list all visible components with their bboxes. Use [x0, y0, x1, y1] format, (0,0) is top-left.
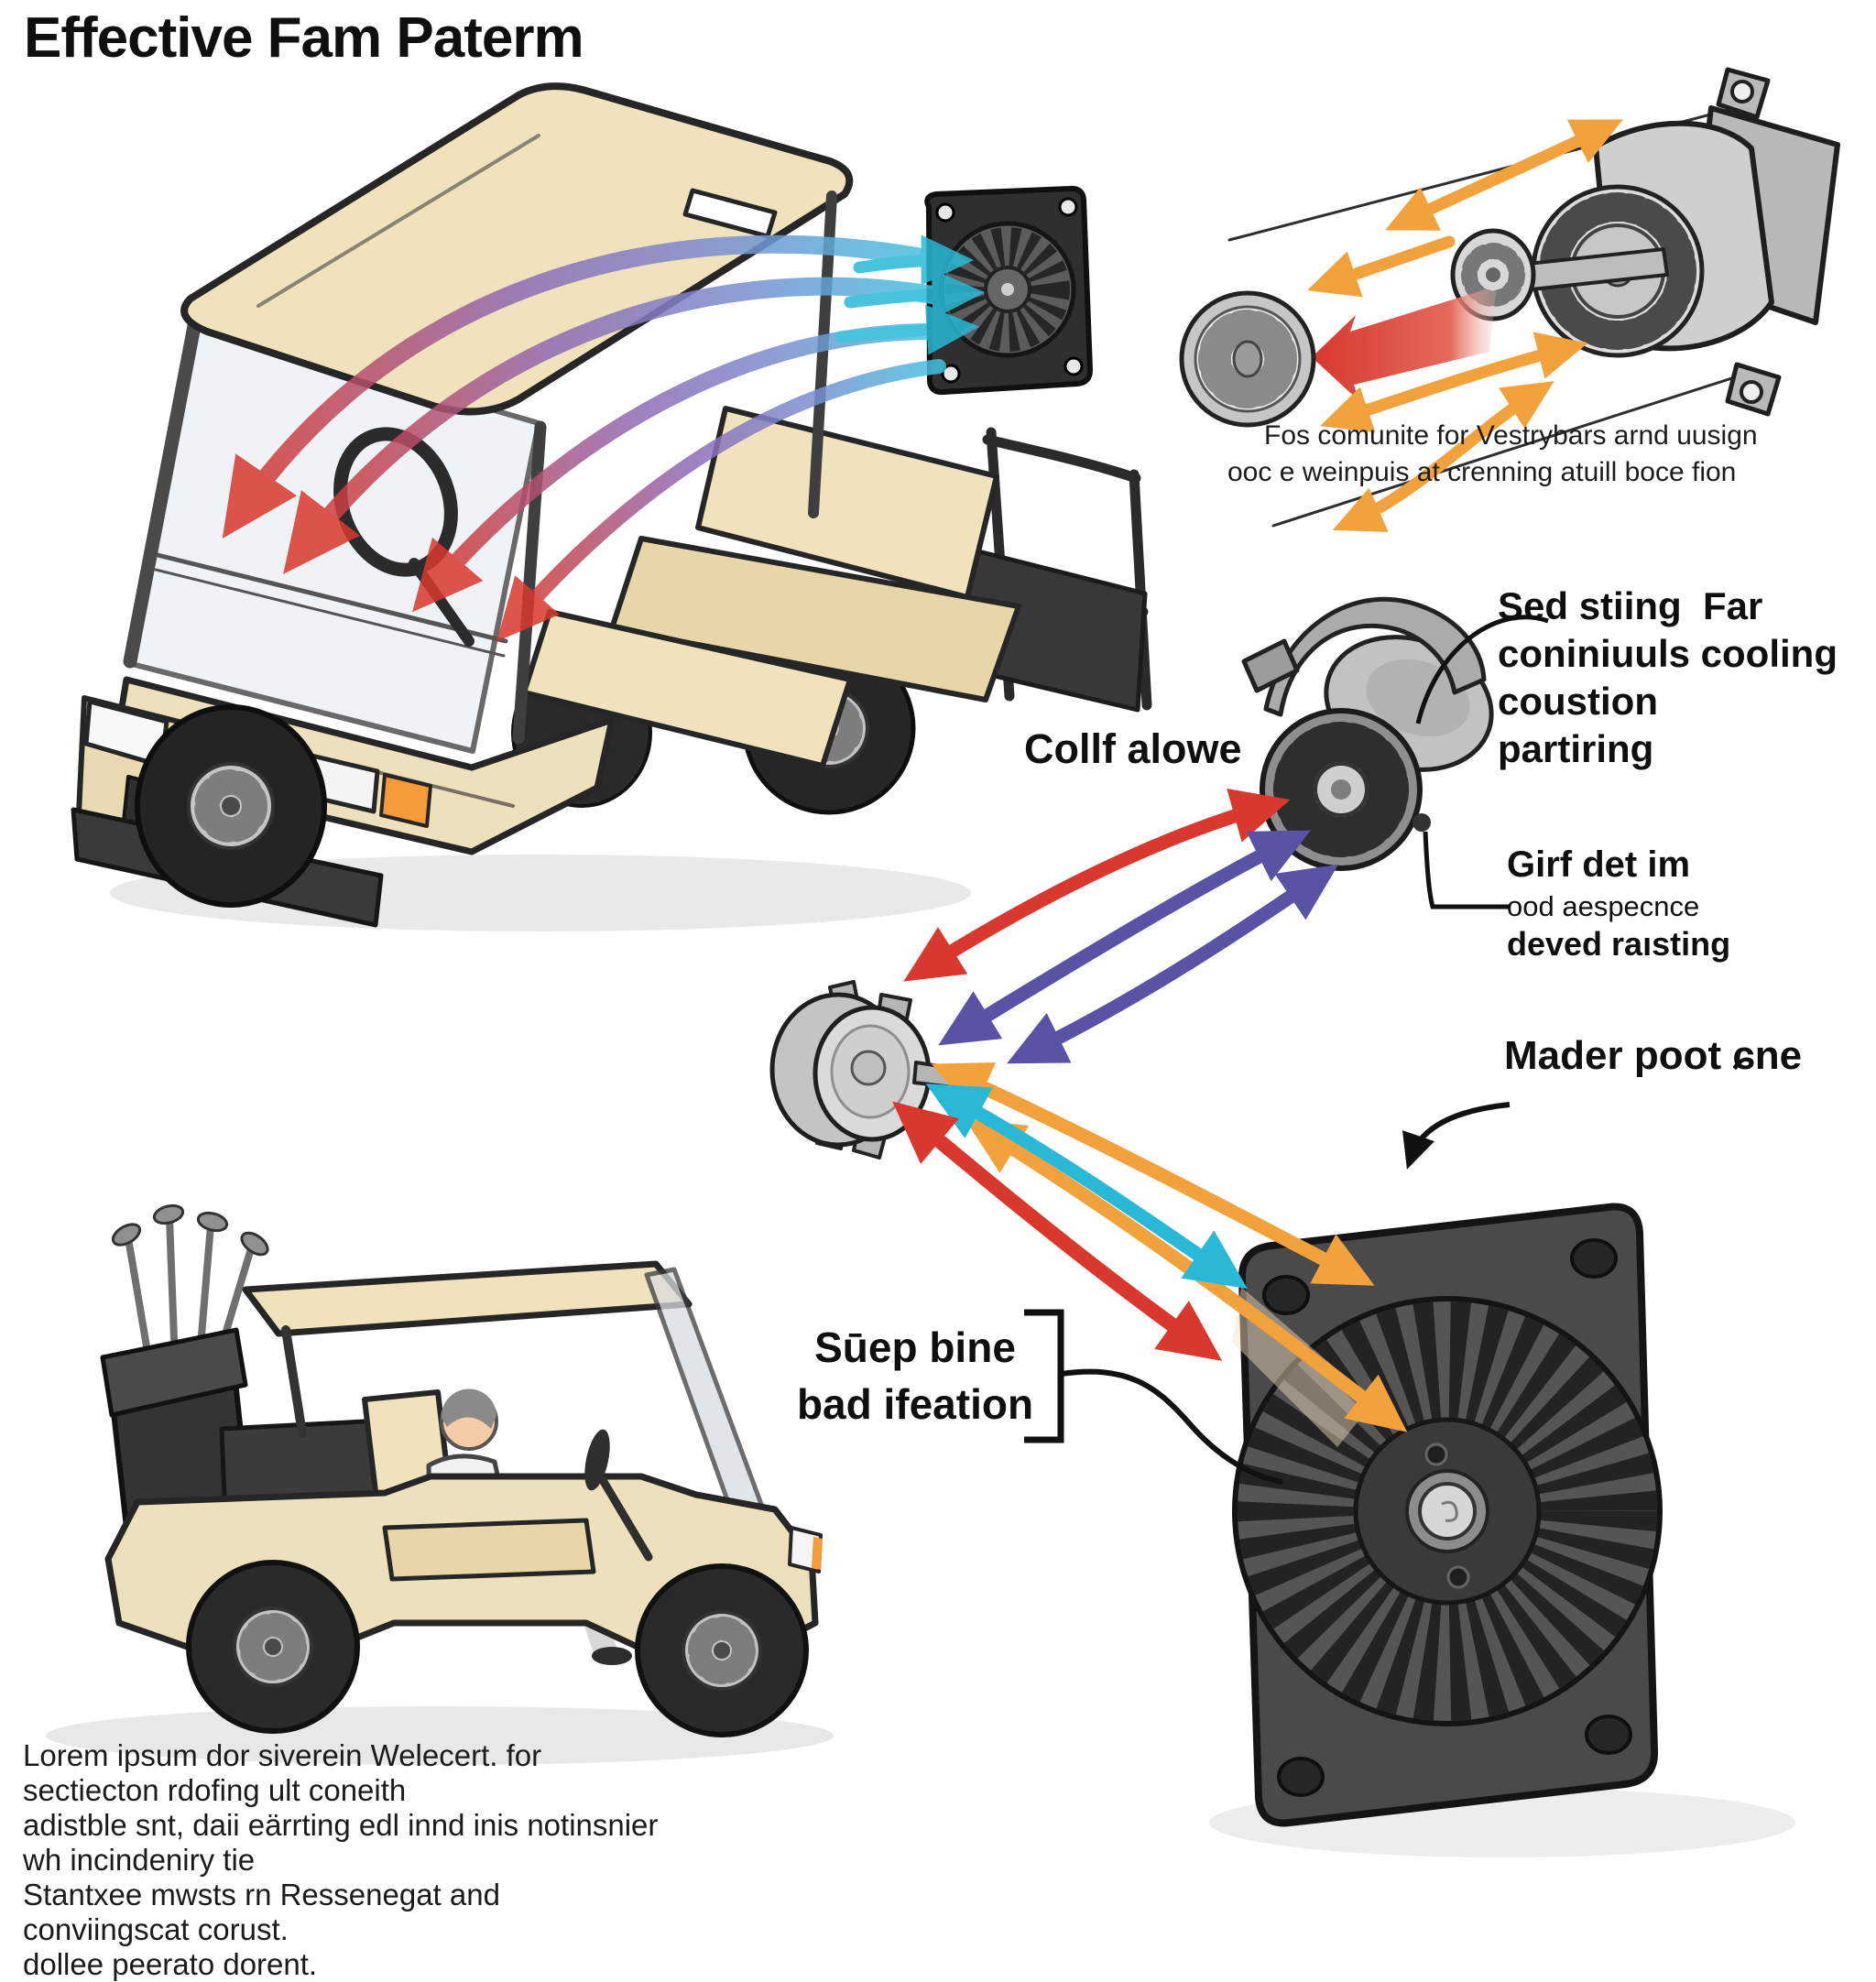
- sealed-fan-label-line3: coustion: [1498, 680, 1658, 723]
- cart2-front-wheel: [635, 1563, 809, 1737]
- mader-pointer-arrow: [1402, 1102, 1511, 1170]
- airflow-arrows-lower: [892, 1062, 1408, 1432]
- sealed-fan-label-line1: Sed stiing Far: [1498, 584, 1763, 627]
- grill-label-line1: Girf det im: [1507, 844, 1691, 885]
- exploded-fan-assembly-illustration: [1179, 67, 1840, 532]
- cart-front-wheel: [135, 704, 327, 908]
- body-paragraph: Lorem ipsum dor siverein Welecert. for s…: [23, 1738, 673, 1982]
- caption-line-1: Fos comunite for Vestrybars arnd uusign: [1264, 420, 1758, 451]
- airflow-arrows-mid: [903, 789, 1339, 1064]
- vent-label: Sūep bine bad ifeation: [784, 1319, 1046, 1432]
- cart2-rear-wheel: [186, 1560, 360, 1734]
- sealed-fan-label: Sed stiing Far coniniuuls cooling cousti…: [1498, 583, 1838, 773]
- page-title: Effective Fam Paterm: [24, 6, 584, 70]
- caption-line-2: ooc e weinpuis at crenning atuill boce f…: [1227, 457, 1737, 487]
- vent-bracket: [1024, 1309, 1064, 1443]
- sealed-fan-label-line2: coniniuuls cooling: [1498, 632, 1838, 675]
- paragraph-line2: adistble snt, daii eärrting edl innd ini…: [23, 1808, 659, 1877]
- motor-pointer-label: Mader poot ɕne: [1504, 1033, 1803, 1078]
- golf-cart-rear-quarter-illustration: [71, 82, 1152, 931]
- paragraph-line3: Stantxee mwsts rn Ressenegat and conviin…: [23, 1878, 500, 1946]
- large-exhaust-fan-illustration: [1209, 1203, 1795, 1857]
- red-arrow-icon: [1312, 286, 1497, 401]
- vent-label-line1: Sūep bine: [814, 1323, 1016, 1371]
- cool-airflow-label: Collf alowe: [1024, 725, 1242, 772]
- sealed-fan-unit-illustration: [1241, 596, 1494, 871]
- leader-sealed-fan: [1415, 615, 1549, 724]
- leader-vent: [1060, 1368, 1283, 1485]
- fan-wheel-icon: [1179, 290, 1316, 428]
- vent-label-line2: bad ifeation: [796, 1380, 1034, 1428]
- grill-label: Girf det im ood aespecnce deved raısting: [1507, 846, 1730, 961]
- diagram-canvas: [46, 67, 1840, 1857]
- grill-label-line3: deved raısting: [1507, 925, 1731, 963]
- leader-grill: [1423, 831, 1510, 909]
- cart-marker-light: [379, 773, 432, 828]
- cart2-roof: [242, 1260, 693, 1337]
- paragraph-line4: dollee peerato dorent.: [23, 1947, 318, 1981]
- airflow-arrows-top: [222, 234, 986, 642]
- grill-label-line2: ood aespecnce: [1507, 890, 1700, 922]
- sealed-fan-label-line4: partiring: [1498, 727, 1654, 770]
- exploded-diagram-caption: Fos comunite for Vestrybars arnd uusign …: [1227, 418, 1869, 491]
- paragraph-line1: Lorem ipsum dor siverein Welecert. for s…: [23, 1738, 542, 1807]
- golf-cart-side-illustration: [46, 1203, 834, 1765]
